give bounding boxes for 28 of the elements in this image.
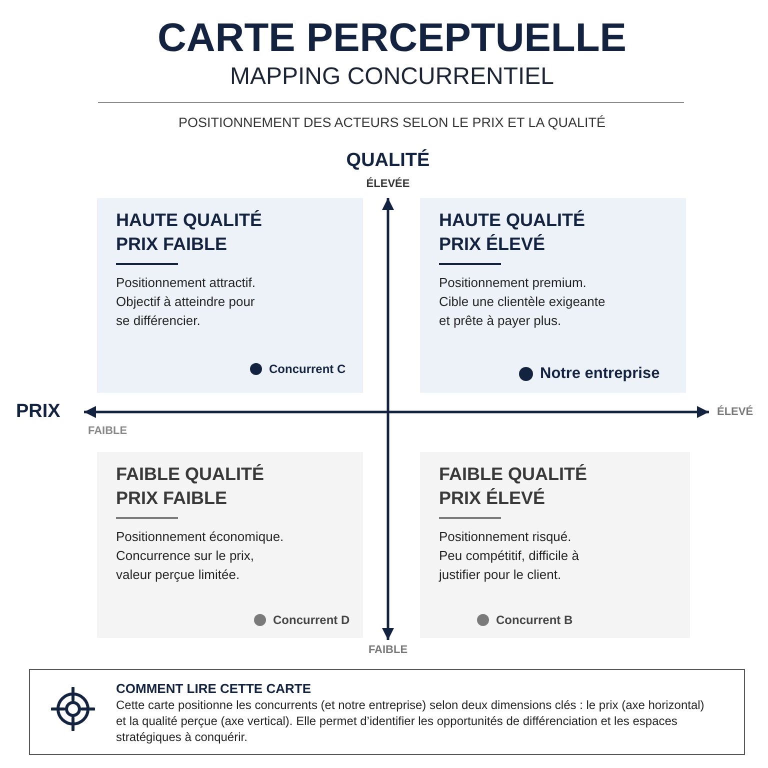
- axis-end-label: FAIBLE: [368, 644, 408, 657]
- axis-title: QUALITÉ: [346, 150, 430, 172]
- quadrant-description: Positionnement risqué. Peu compétitif, difficile à justifier pour le client.: [439, 528, 579, 584]
- quadrant-heading: FAIBLE QUALITÉ PRIX ÉLEVÉ: [439, 463, 588, 510]
- axis-end-label: ÉLEVÉE: [366, 178, 410, 191]
- axis-end-label: ÉLEVÉ: [717, 406, 754, 419]
- point-label: Concurrent B: [496, 613, 573, 627]
- quadrant-heading: HAUTE QUALITÉ PRIX ÉLEVÉ: [439, 209, 586, 256]
- axis-title: PRIX: [16, 401, 60, 423]
- info-panel: [29, 669, 745, 755]
- quadrant-panel: [97, 452, 363, 638]
- info-heading: COMMENT LIRE CETTE CARTE: [116, 681, 311, 696]
- quadrant-panel: [97, 198, 363, 393]
- title: CARTE PERCEPTUELLE: [158, 15, 626, 62]
- tagline: POSITIONNEMENT DES ACTEURS SELON LE PRIX ET LA QUALITÉ: [178, 115, 606, 131]
- info-text: Cette carte positionne les concurrents (et notre entreprise) selon deux dimensions clés : le prix (axe horizontal) et la qualité perçue (axe vertical). Elle permet d’identifier les opportunités de différenciation et les espaces stratégiques à conquérir.: [116, 697, 706, 745]
- quadrant-description: Positionnement attractif. Objectif à atteindre pour se différencier.: [116, 274, 256, 330]
- point-label: Notre entreprise: [540, 365, 660, 383]
- quadrant-heading: HAUTE QUALITÉ PRIX FAIBLE: [116, 209, 263, 256]
- axis-end-label: FAIBLE: [88, 425, 128, 438]
- quadrant-panel: [420, 452, 690, 638]
- point-label: Concurrent D: [273, 613, 350, 627]
- subtitle: MAPPING CONCURRENTIEL: [230, 63, 554, 91]
- quadrant-description: Positionnement économique. Concurrence sur le prix, valeur perçue limitée.: [116, 528, 285, 584]
- point-label: Concurrent C: [269, 362, 346, 376]
- quadrant-heading: FAIBLE QUALITÉ PRIX FAIBLE: [116, 463, 265, 510]
- quadrant-panel: [420, 198, 686, 393]
- quadrant-description: Positionnement premium. Cible une clientèle exigeante et prête à payer plus.: [439, 274, 606, 330]
